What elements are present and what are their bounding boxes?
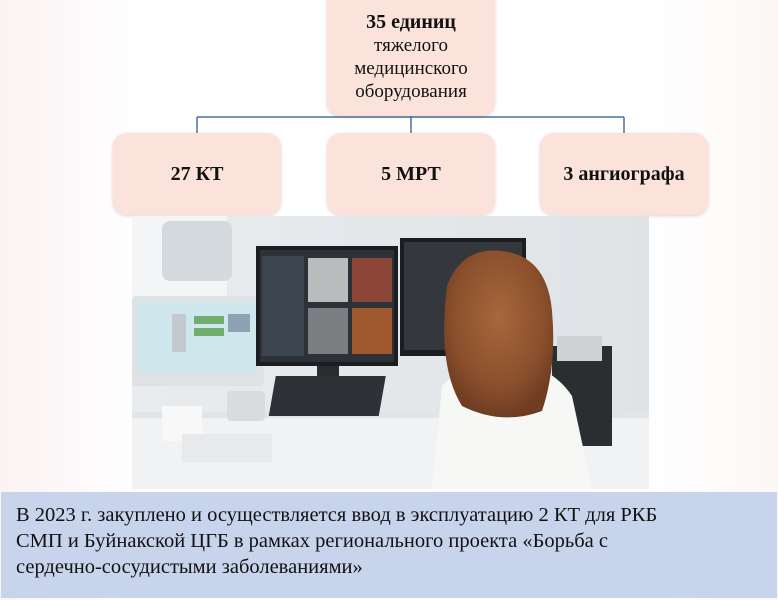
cd-stack bbox=[227, 391, 265, 421]
scan-3 bbox=[308, 308, 348, 354]
root-node: 35 единиц тяжелого медицинского оборудов… bbox=[327, 0, 495, 116]
root-line4: оборудования bbox=[355, 81, 467, 102]
control-monitor-screen bbox=[138, 302, 258, 372]
scan-sidebar bbox=[262, 256, 304, 356]
scan-1 bbox=[308, 258, 348, 302]
control-panel-4 bbox=[228, 314, 250, 332]
workstation-illustration bbox=[132, 216, 649, 489]
caption-line-1: В 2023 г. закуплено и осуществляется вво… bbox=[16, 504, 658, 526]
operator-hair bbox=[444, 250, 554, 418]
workstation-photo bbox=[132, 216, 649, 489]
node-mri: 5 МРТ bbox=[327, 133, 495, 215]
root-title: 35 единиц bbox=[366, 11, 456, 33]
caption-line-2: СМП и Буйнакской ЦГБ в рамках региональн… bbox=[16, 530, 608, 552]
node-angiograph-label: 3 ангиографа bbox=[563, 162, 685, 185]
node-angiograph: 3 ангиографа bbox=[540, 133, 708, 215]
node-ct: 27 КТ bbox=[113, 133, 281, 215]
control-panel-1 bbox=[172, 314, 186, 352]
desk-edge bbox=[132, 412, 649, 418]
scan-4 bbox=[352, 308, 392, 354]
connector-lines bbox=[196, 116, 625, 133]
printer bbox=[557, 336, 602, 361]
root-line2: тяжелого bbox=[374, 35, 448, 56]
root-line3: медицинского bbox=[354, 58, 468, 79]
ct-gantry-edge bbox=[162, 221, 232, 281]
caption-box: В 2023 г. закуплено и осуществляется вво… bbox=[1, 492, 777, 598]
control-panel-2 bbox=[194, 316, 224, 324]
scan-2 bbox=[352, 258, 392, 302]
paper-box bbox=[182, 434, 272, 462]
caption-line-3: сердечно-сосудистыми заболеваниями» bbox=[16, 556, 363, 578]
node-mri-label: 5 МРТ bbox=[381, 162, 441, 185]
node-ct-label: 27 КТ bbox=[170, 162, 224, 185]
keyboard bbox=[268, 376, 386, 416]
control-panel-3 bbox=[194, 328, 224, 336]
